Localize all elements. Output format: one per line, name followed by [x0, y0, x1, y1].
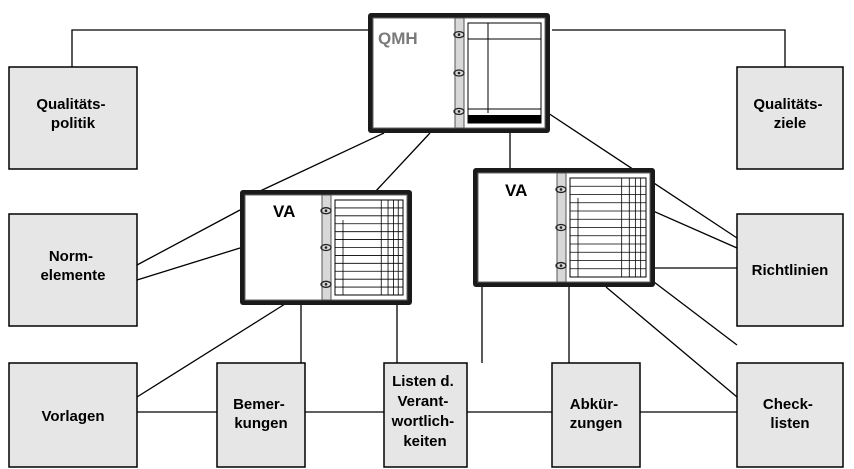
box-listen-verantwortlichkeiten: Listen d. Verant- wortlich- keiten	[383, 362, 468, 468]
binder-va-right: VA	[473, 168, 655, 287]
connector-qmh-qualitaetsziele	[552, 29, 786, 67]
connector-qmh-va-left-1	[257, 132, 385, 193]
binder-ring-rivet	[324, 209, 328, 212]
binder-ring-rivet	[324, 246, 328, 249]
connector-va-right-checklisten	[605, 286, 738, 398]
binder-ring-rivet	[324, 283, 328, 286]
binder-ring	[555, 185, 567, 194]
binder-ring	[453, 30, 465, 39]
box-vorlagen: Vorlagen	[8, 362, 138, 468]
binder-left-page	[244, 194, 323, 301]
binder-ring	[320, 207, 332, 215]
binder-label: QMH	[378, 29, 418, 48]
binder-label: VA	[505, 181, 527, 200]
binder-ring-rivet	[457, 71, 461, 75]
binder-ring-rivet	[559, 264, 563, 267]
binder-ring	[555, 261, 567, 270]
connector-va-left-vorlagen	[136, 303, 286, 398]
binder-ring	[320, 280, 332, 288]
box-checklisten: Check- listen	[736, 362, 844, 468]
binder-left-page	[477, 172, 558, 283]
svg-text:Norm- elemente: Norm- elemente	[40, 248, 105, 284]
binder-right-page	[463, 17, 546, 129]
binder-ring-rivet	[559, 226, 563, 229]
box-normelemente: Norm- elemente	[8, 213, 138, 327]
svg-text:Bemer- kungen: Bemer- kungen	[233, 396, 289, 432]
binder-label: VA	[273, 202, 295, 221]
box-qualitaetspolitik: Qualitäts- politik	[8, 66, 138, 170]
svg-text:Qualitäts- politik: Qualitäts- politik	[36, 96, 109, 132]
svg-text:Vorlagen: Vorlagen	[41, 408, 104, 425]
box-bemerkungen: Bemer- kungen	[216, 362, 306, 468]
connector-va-left-normelemente-1	[136, 209, 241, 266]
connector-qmh-qualitaetspolitik	[71, 29, 368, 67]
binder-ring	[555, 223, 567, 232]
binder-ring-rivet	[559, 188, 563, 191]
form-footer	[468, 115, 541, 123]
box-qualitaetsziele: Qualitäts- ziele	[736, 66, 844, 170]
connector-va-left-normelemente-2	[136, 247, 241, 281]
svg-text:Qualitäts- ziele: Qualitäts- ziele	[753, 96, 826, 132]
binder-ring	[453, 107, 465, 116]
box-richtlinien: Richtlinien	[736, 213, 844, 327]
connector-va-right-checklisten-2	[653, 281, 738, 346]
svg-text:Check- listen: Check- listen	[763, 396, 817, 432]
connector-qmh-va-left-2	[374, 132, 431, 193]
binder-ring-rivet	[457, 33, 461, 36]
box-abkuerzungen: Abkür- zungen	[551, 362, 641, 468]
binder-ring	[453, 69, 465, 77]
binder-qmh: QMH	[368, 13, 550, 133]
svg-text:Abkür- zungen: Abkür- zungen	[570, 396, 623, 432]
binder-ring	[320, 243, 332, 252]
svg-text:Listen d. Verant-: Listen d. Verant- wortlich- keiten	[391, 373, 459, 450]
binder-ring-rivet	[457, 110, 461, 113]
svg-text:Richtlinien: Richtlinien	[752, 262, 829, 279]
binder-va-left: VA	[240, 190, 412, 305]
